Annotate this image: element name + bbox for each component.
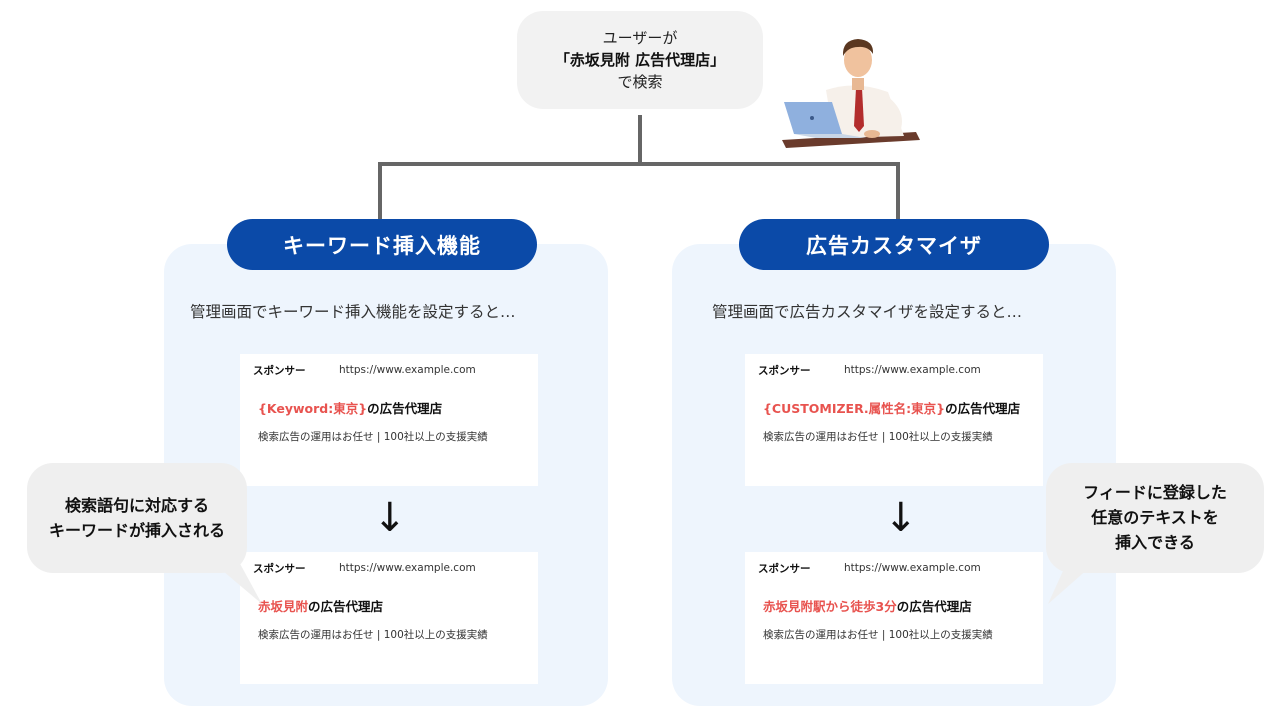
ad-customizer-caption: 管理画面で広告カスタマイザを設定すると… [712,303,1023,321]
ad-description: 検索広告の運用はお任せ | 100社以上の支援実績 [258,431,488,443]
down-arrow-icon: ↓ [884,495,918,541]
callout-line: 任意のテキストを [1091,508,1219,527]
callout-line: 検索語句に対応する [64,496,209,515]
customizer-callout-text: フィードに登録した 任意のテキストを 挿入できる [1046,480,1264,555]
keyword-callout-text: 検索語句に対応する キーワードが挿入される [27,493,247,543]
ad-headline-customizer: 赤坂見附駅から徒歩3分 [763,599,897,614]
ad-headline-customizer: {CUSTOMIZER.属性名:東京} [763,401,946,416]
callout-line: フィードに登録した [1083,483,1227,502]
keyword-insertion-caption: 管理画面でキーワード挿入機能を設定すると… [190,303,516,321]
ad-headline-keyword: 赤坂見附 [258,599,309,614]
search-line-action: で検索 [617,73,663,91]
ad-headline-keyword: {Keyword:東京} [258,401,368,416]
ad-headline: {Keyword:東京}の広告代理店 [258,398,442,417]
sponsor-label: スポンサー [253,563,306,575]
callout-line: キーワードが挿入される [48,521,225,540]
tree-connector [378,115,900,220]
customizer-callout-bubble [1046,463,1264,573]
ad-customizer-title: 広告カスタマイザ [739,219,1049,270]
ad-url: https://www.example.com [844,364,981,376]
ad-url: https://www.example.com [339,364,476,376]
callout-line: 挿入できる [1115,533,1195,552]
down-arrow-icon: ↓ [373,495,407,541]
ad-headline: 赤坂見附駅から徒歩3分の広告代理店 [763,596,972,615]
ad-preview-result: スポンサー https://www.example.com 赤坂見附駅から徒歩3… [745,552,1043,684]
ad-preview-result: スポンサー https://www.example.com 赤坂見附の広告代理店… [240,552,538,684]
search-line-user: ユーザーが [602,29,678,47]
sponsor-label: スポンサー [253,365,306,377]
ad-url: https://www.example.com [339,562,476,574]
ad-headline: {CUSTOMIZER.属性名:東京}の広告代理店 [763,398,1020,417]
ad-headline-rest: の広告代理店 [945,401,1021,416]
ad-headline-rest: の広告代理店 [308,599,384,614]
search-query-bubble: ユーザーが 「赤坂見附 広告代理店」 で検索 [517,11,763,109]
keyword-insertion-title: キーワード挿入機能 [227,219,537,270]
ad-headline: 赤坂見附の広告代理店 [258,596,383,615]
ad-url: https://www.example.com [844,562,981,574]
ad-preview-template: スポンサー https://www.example.com {Keyword:東… [240,354,538,486]
ad-description: 検索広告の運用はお任せ | 100社以上の支援実績 [763,629,993,641]
search-query: 「赤坂見附 広告代理店」 [554,51,726,69]
callout-tail [210,560,262,604]
ad-headline-rest: の広告代理店 [896,599,972,614]
ad-description: 検索広告の運用はお任せ | 100社以上の支援実績 [258,629,488,641]
keyword-callout-bubble [27,463,247,573]
sponsor-label: スポンサー [758,365,811,377]
callout-tail [1048,560,1098,604]
ad-preview-template: スポンサー https://www.example.com {CUSTOMIZE… [745,354,1043,486]
ad-description: 検索広告の運用はお任せ | 100社以上の支援実績 [763,431,993,443]
user-at-laptop-illustration [782,39,920,148]
ad-headline-rest: の広告代理店 [367,401,443,416]
sponsor-label: スポンサー [758,563,811,575]
